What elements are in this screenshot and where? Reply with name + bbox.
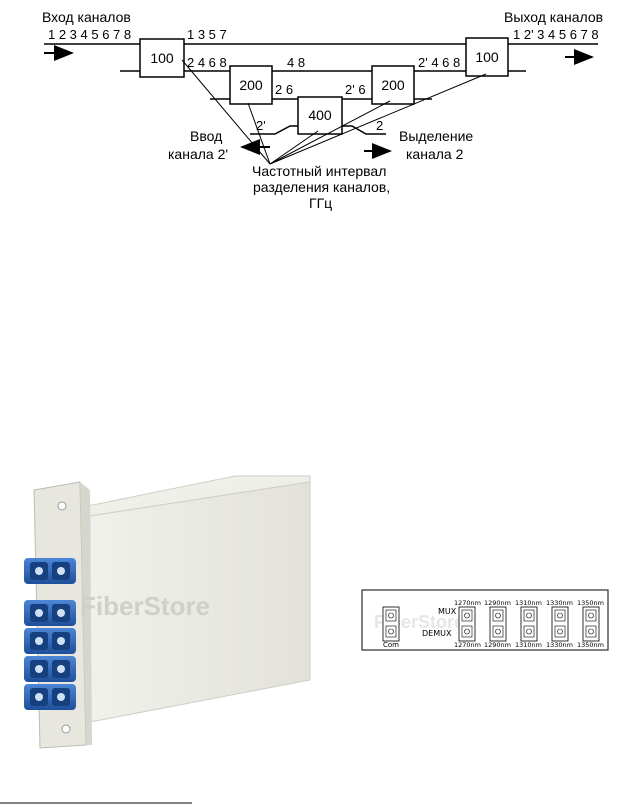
add-label-line2: канала 2' xyxy=(168,146,228,162)
filter-center-400: 400 xyxy=(297,96,343,135)
mux-label: MUX xyxy=(438,607,457,616)
svg-text:400: 400 xyxy=(308,107,332,123)
wavelength-top-2: 1290nm xyxy=(484,599,511,607)
filter-right-200: 200 xyxy=(371,65,415,105)
filter-right-100: 100 xyxy=(465,37,509,77)
port-1270 xyxy=(458,606,476,642)
wavelength-bottom-4: 1330nm xyxy=(546,641,573,649)
wavelength-bottom-2: 1290nm xyxy=(484,641,511,649)
filter-left-100: 100 xyxy=(139,38,185,78)
spacing-pointer-lines xyxy=(181,59,487,165)
label-add-channel: 2' xyxy=(256,118,266,133)
label-2p468: 2' 4 6 8 xyxy=(418,55,460,70)
lc-adapter-2 xyxy=(24,600,76,626)
spacing-line1: Частотный интервал xyxy=(252,163,386,179)
demux-label: DEMUX xyxy=(422,629,452,638)
wavelength-top-3: 1310nm xyxy=(515,599,542,607)
com-label: Com xyxy=(383,641,399,649)
lc-adapter-4 xyxy=(24,656,76,682)
input-channels: 1 2 3 4 5 6 7 8 xyxy=(48,27,131,42)
wavelength-bottom-3: 1310nm xyxy=(515,641,542,649)
svg-text:200: 200 xyxy=(381,77,405,93)
wavelength-bottom-5: 1350nm xyxy=(577,641,604,649)
svg-text:100: 100 xyxy=(475,49,499,65)
add-label-line1: Ввод xyxy=(190,128,222,144)
svg-text:200: 200 xyxy=(239,77,263,93)
spacing-line2: разделения каналов, xyxy=(253,179,390,195)
wavelength-bottom-1: 1270nm xyxy=(454,641,481,649)
lc-adapter-1 xyxy=(24,558,76,584)
label-48: 4 8 xyxy=(287,55,305,70)
label-even: 2 4 6 8 xyxy=(187,55,227,70)
cwdm-module-photo: FiberStore xyxy=(24,475,311,749)
port-panel-schematic: FiberStore MUX DEMUX Com 1270nm 1290nm 1… xyxy=(361,589,609,651)
label-26: 2 6 xyxy=(275,82,293,97)
wavelength-top-4: 1330nm xyxy=(546,599,573,607)
svg-text:100: 100 xyxy=(150,50,174,66)
label-drop-channel: 2 xyxy=(376,118,383,133)
input-title: Вход каналов xyxy=(42,9,131,25)
port-com xyxy=(382,606,400,642)
output-title: Выход каналов xyxy=(504,9,603,25)
wdm-diagram: Вход каналов Выход каналов 1 2 3 4 5 6 7… xyxy=(42,9,603,211)
port-1350 xyxy=(582,606,600,642)
mount-hole-top-icon xyxy=(57,501,67,511)
label-2p6: 2' 6 xyxy=(345,82,366,97)
wavelength-top-1: 1270nm xyxy=(454,599,481,607)
lc-adapter-5 xyxy=(24,684,76,710)
label-odd: 1 3 5 7 xyxy=(187,27,227,42)
port-1310 xyxy=(520,606,538,642)
drop-label-line1: Выделение xyxy=(399,128,473,144)
mount-hole-bottom-icon xyxy=(61,724,71,734)
lc-adapter-3 xyxy=(24,628,76,654)
front-panel-edge xyxy=(80,482,92,745)
photo-watermark: FiberStore xyxy=(80,591,210,621)
port-1290 xyxy=(489,606,507,642)
spacing-line3: ГГц xyxy=(309,195,332,211)
output-channels: 1 2' 3 4 5 6 7 8 xyxy=(513,27,599,42)
port-1330 xyxy=(551,606,569,642)
filter-left-200: 200 xyxy=(229,65,273,105)
drop-label-line2: канала 2 xyxy=(406,146,464,162)
wavelength-top-5: 1350nm xyxy=(577,599,604,607)
